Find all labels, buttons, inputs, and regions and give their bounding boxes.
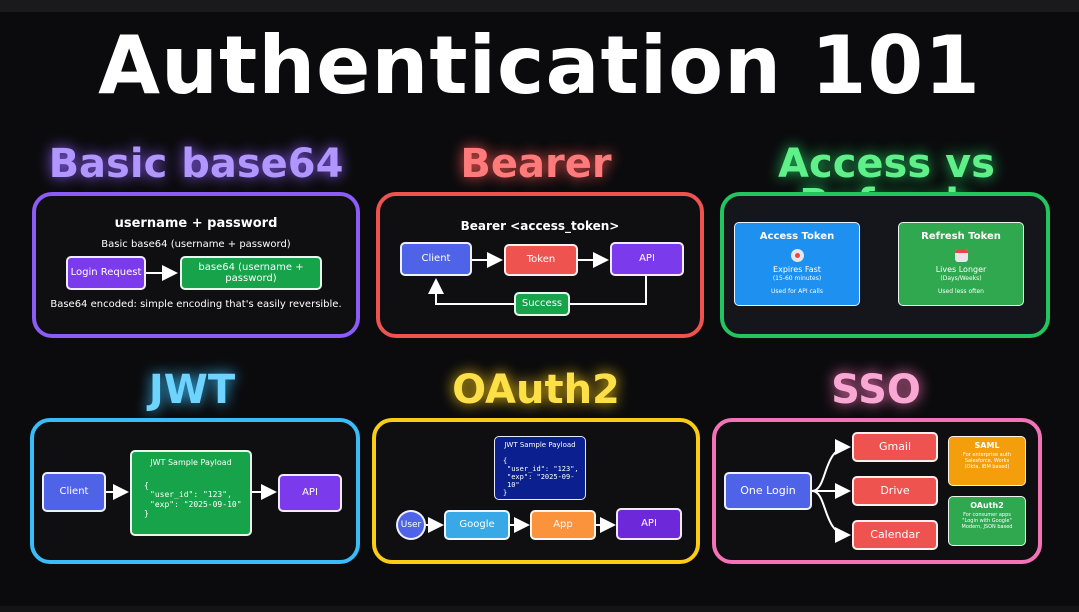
bearer-api-box: API	[610, 242, 684, 276]
bottom-bar	[0, 606, 1079, 612]
saml-title: SAML	[974, 441, 1000, 450]
refresh-token-title: Refresh Token	[921, 231, 1001, 242]
oauth2-app-box: App	[530, 510, 596, 540]
jwt-panel: Client JWT Sample Payload { "user_id": "…	[30, 418, 360, 564]
sso-one-login-box: One Login	[724, 472, 812, 510]
saml-line-0: For enterprise auth	[963, 452, 1011, 459]
page-title: Authentication 101	[98, 19, 981, 112]
jwt-payload-title: JWT Sample Payload	[150, 458, 232, 467]
oauth2-payload-box: JWT Sample Payload { "user_id": "123", "…	[494, 436, 586, 500]
access-line3: Used for API calls	[771, 287, 823, 295]
basic-heading: username + password	[114, 216, 278, 231]
jwt-api-box: API	[278, 474, 342, 512]
bearer-panel: Bearer <access_token> Client Token API S…	[376, 192, 704, 338]
oauth2-payload-line-1: "user_id": "123",	[507, 465, 579, 474]
jwt-payload-box: JWT Sample Payload { "user_id": "123", "…	[130, 450, 252, 536]
sso-drive-box: Drive	[852, 476, 938, 506]
top-bar	[0, 0, 1079, 12]
oauth2-arrows	[426, 517, 616, 533]
oauth2-payload-line-0: {	[503, 457, 508, 466]
calendar-icon	[954, 248, 968, 262]
jwt-payload-line-2: "exp": "2025-09-10"	[150, 499, 242, 509]
sso-oauth2-card: OAuth2 For consumer apps "Login with Goo…	[948, 496, 1026, 546]
bearer-success-box: Success	[514, 292, 570, 316]
sso-gmail-box: Gmail	[852, 432, 938, 462]
oauth2-google-box: Google	[444, 510, 510, 540]
jwt-client-box: Client	[42, 472, 106, 512]
access-token-card: Access Token Expires Fast (15-60 minutes…	[734, 222, 860, 306]
section-title-jwt: JWT	[148, 367, 236, 413]
sso-saml-card: SAML For enterprise auth Salesforce, Wor…	[948, 436, 1026, 486]
jwt-payload-line-0: {	[144, 481, 149, 491]
oauth2-payload-line-3: }	[503, 489, 508, 498]
access-token-title: Access Token	[759, 231, 835, 242]
saml-line-1: Salesforce, Works	[964, 457, 1010, 464]
basic-arrow	[146, 265, 178, 281]
sso-oauth2-title: OAuth2	[970, 501, 1004, 510]
sso-oauth2-line-0: For consumer apps	[963, 512, 1011, 519]
jwt-payload-line-3: }	[144, 508, 149, 518]
base64-encoded-box: base64 (username + password)	[180, 256, 322, 290]
sso-oauth2-line-2: Modern, JSON based	[961, 523, 1013, 530]
basic-note: Base64 encoded: simple encoding that's e…	[50, 299, 342, 310]
jwt-arrows	[106, 484, 277, 500]
oauth2-panel: JWT Sample Payload { "user_id": "123", "…	[372, 418, 700, 564]
refresh-token-card: Refresh Token Lives Longer (Days/Weeks) …	[898, 222, 1024, 306]
section-title-basic: Basic base64	[48, 141, 344, 187]
oauth2-user-circle: User	[396, 510, 426, 540]
refresh-line3: Used less often	[938, 287, 984, 295]
refresh-line2: (Days/Weeks)	[940, 274, 982, 282]
bearer-client-box: Client	[400, 242, 472, 276]
oauth2-payload-title: JWT Sample Payload	[504, 441, 576, 449]
bearer-token-box: Token	[504, 244, 578, 276]
access-line2: (15-60 minutes)	[772, 274, 822, 282]
access-line1: Expires Fast	[773, 264, 821, 274]
sso-calendar-box: Calendar	[852, 520, 938, 550]
oauth2-api-box: API	[616, 508, 682, 540]
refresh-line1: Lives Longer	[935, 264, 987, 274]
section-title-bearer: Bearer	[460, 141, 612, 187]
saml-line-2: (Okta, IBM based)	[964, 463, 1010, 470]
stopwatch-icon	[790, 248, 804, 262]
sso-panel: One Login Gmail Drive Calendar SAML For …	[712, 418, 1042, 564]
section-title-oauth2: OAuth2	[452, 367, 620, 413]
basic-subheading: Basic base64 (username + password)	[101, 239, 291, 250]
section-title-sso: SSO	[831, 367, 921, 413]
oauth2-payload-line-2: "exp": "2025-09-10"	[507, 473, 575, 490]
sso-oauth2-line-1: "Login with Google"	[962, 517, 1012, 524]
login-request-box: Login Request	[66, 256, 146, 290]
access-refresh-panel: Access Token Expires Fast (15-60 minutes…	[720, 192, 1050, 338]
basic-panel: username + password Basic base64 (userna…	[32, 192, 360, 338]
jwt-payload-line-1: "user_id": "123",	[150, 490, 232, 500]
bearer-heading: Bearer <access_token>	[460, 219, 620, 233]
sso-arrows	[811, 439, 851, 543]
bearer-arrows	[428, 252, 647, 305]
